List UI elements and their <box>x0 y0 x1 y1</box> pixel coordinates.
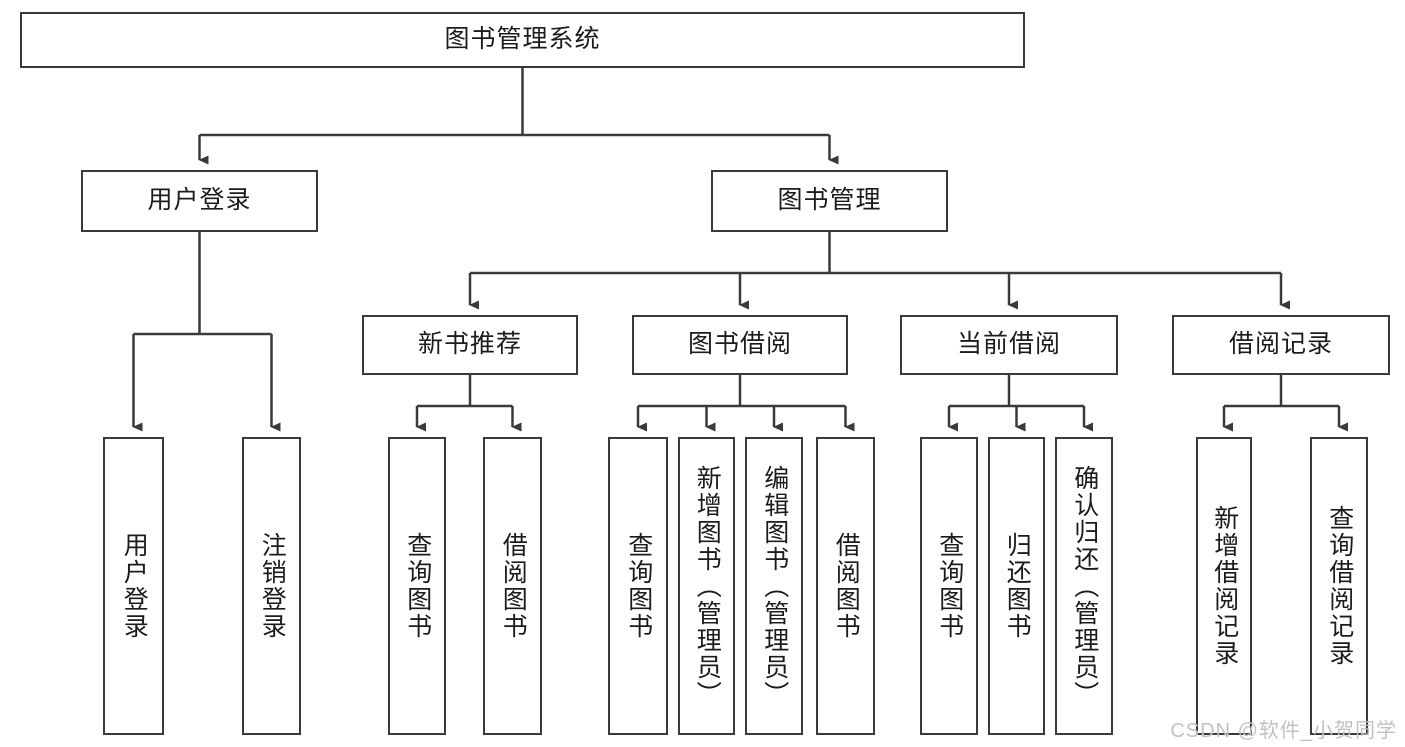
node-bo-query[interactable]: 查询图书 <box>608 437 668 735</box>
node-cb-query[interactable]: 查询图书 <box>920 437 978 735</box>
node-login[interactable]: 用户登录 <box>81 170 318 232</box>
node-rc-add[interactable]: 新增借阅记录 <box>1196 437 1252 735</box>
node-label-login: 用户登录 <box>147 186 252 215</box>
node-newbook[interactable]: 新书推荐 <box>362 315 578 375</box>
node-label-rc-query: 查询借阅记录 <box>1325 505 1354 667</box>
node-label-root: 图书管理系统 <box>444 25 601 54</box>
node-label-cb-query: 查询图书 <box>935 532 964 640</box>
node-logout[interactable]: 注销登录 <box>242 437 301 735</box>
node-label-bo-query: 查询图书 <box>624 532 653 640</box>
node-label-nb-query: 查询图书 <box>403 532 432 640</box>
node-label-cb-confirm: 确认归还（管理员） <box>1070 464 1099 708</box>
node-cb-return[interactable]: 归还图书 <box>988 437 1045 735</box>
node-borrow[interactable]: 图书借阅 <box>632 315 848 375</box>
node-label-borrow: 图书借阅 <box>687 330 792 359</box>
node-label-current: 当前借阅 <box>956 330 1061 359</box>
node-label-nb-borrow: 借阅图书 <box>499 532 528 640</box>
node-nb-query[interactable]: 查询图书 <box>388 437 446 735</box>
node-label-rc-add: 新增借阅记录 <box>1210 505 1239 667</box>
node-label-bookmgmt: 图书管理 <box>777 186 882 215</box>
node-label-bo-borrow: 借阅图书 <box>832 532 861 640</box>
node-bookmgmt[interactable]: 图书管理 <box>711 170 948 232</box>
node-bo-edit[interactable]: 编辑图书（管理员） <box>745 437 803 735</box>
node-label-records: 借阅记录 <box>1228 330 1333 359</box>
node-nb-borrow[interactable]: 借阅图书 <box>483 437 542 735</box>
node-label-bo-edit: 编辑图书（管理员） <box>760 464 789 708</box>
node-userlogin[interactable]: 用户登录 <box>103 437 164 735</box>
node-rc-query[interactable]: 查询借阅记录 <box>1310 437 1368 735</box>
node-root[interactable]: 图书管理系统 <box>20 12 1025 68</box>
node-label-newbook: 新书推荐 <box>417 330 522 359</box>
node-label-cb-return: 归还图书 <box>1003 532 1032 640</box>
csdn-watermark: CSDN @软件_小贺同学 <box>1170 720 1397 742</box>
node-label-userlogin: 用户登录 <box>120 532 149 640</box>
node-label-logout: 注销登录 <box>258 532 287 640</box>
node-current[interactable]: 当前借阅 <box>900 315 1118 375</box>
node-label-bo-add: 新增图书（管理员） <box>693 464 722 708</box>
node-records[interactable]: 借阅记录 <box>1172 315 1390 375</box>
node-bo-add[interactable]: 新增图书（管理员） <box>678 437 735 735</box>
node-bo-borrow[interactable]: 借阅图书 <box>816 437 875 735</box>
node-cb-confirm[interactable]: 确认归还（管理员） <box>1055 437 1113 735</box>
